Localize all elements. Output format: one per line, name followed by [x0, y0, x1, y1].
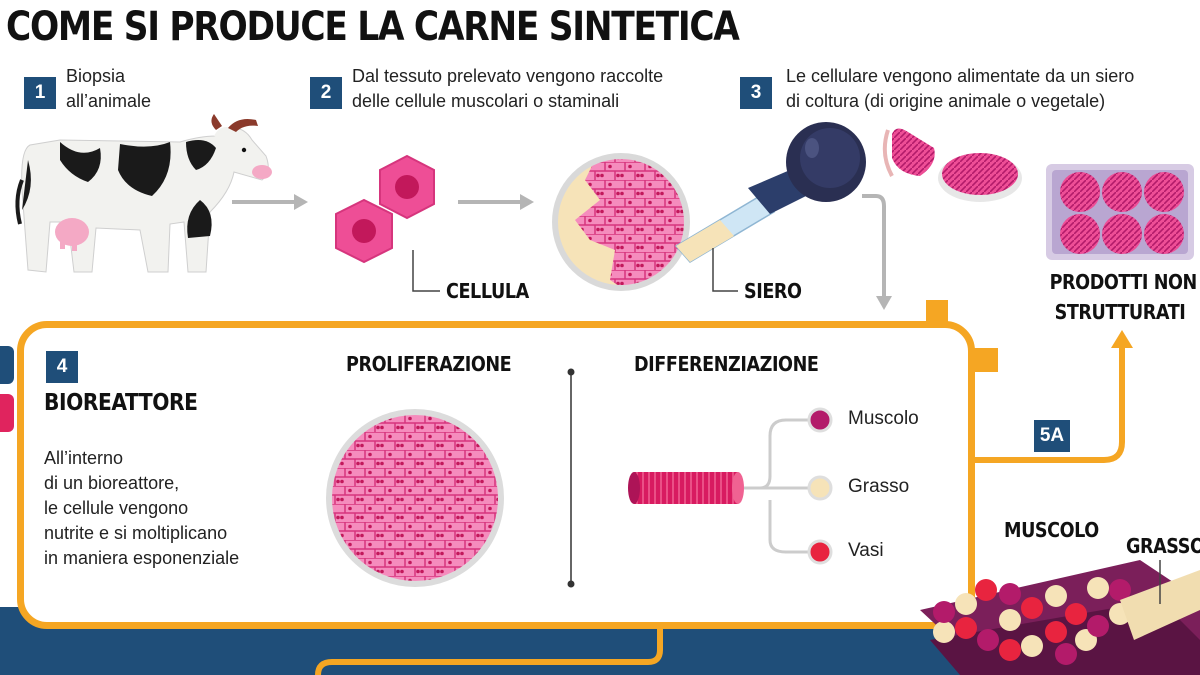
reactor-divider [567, 368, 575, 588]
reactor-line-5: in maniera esponenziale [44, 548, 240, 568]
legend-label-vasi: Vasi [848, 540, 884, 561]
step-1-line-2: all’animale [66, 91, 152, 111]
step-2-badge: 2 [310, 77, 342, 109]
arrow-into-reactor [862, 194, 892, 310]
side-tab-red [0, 394, 14, 432]
differentiation-heading: DIFFERENZIAZIONE [634, 352, 819, 376]
muscle-fiber [628, 472, 744, 504]
reactor-line-2: di un bioreattore, [44, 473, 180, 493]
step-2-line-2: delle cellule muscolari o staminali [352, 91, 620, 111]
step-1-badge: 1 [24, 77, 56, 109]
reactor-exit-path [315, 629, 663, 675]
step-3-text: Le cellulare vengono alimentate da un si… [786, 64, 1134, 114]
step-4-badge: 4 [46, 351, 78, 383]
cell-illustration [335, 154, 435, 264]
reactor-description: All’interno di un bioreattore, le cellul… [44, 446, 284, 571]
step-5a-badge: 5A [1034, 420, 1070, 452]
siero-callout-line [712, 248, 738, 292]
step-3-badge: 3 [740, 77, 772, 109]
step-3-line-2: di coltura (di origine animale o vegetal… [786, 91, 1106, 111]
cellula-label: CELLULA [446, 279, 529, 303]
arrow-cells-to-culture [458, 194, 534, 210]
step-1-line-1: Biopsia [66, 66, 126, 86]
muscolo-bundle-label: MUSCOLO [1004, 518, 1099, 542]
reactor-tab-top [926, 300, 948, 324]
step-2-text: Dal tessuto prelevato vengono raccolte d… [352, 64, 663, 114]
siero-label: SIERO [744, 279, 802, 303]
reactor-line-1: All’interno [44, 448, 124, 468]
culture-dish [552, 153, 690, 291]
proliferation-circle [326, 409, 504, 587]
legend-dot-grasso [807, 475, 833, 501]
product-tray [1046, 164, 1194, 260]
cow-illustration [15, 114, 272, 273]
reactor-tab-right [972, 348, 998, 372]
proliferation-heading: PROLIFERAZIONE [346, 352, 512, 376]
grasso-bundle-label: GRASSO [1126, 534, 1200, 558]
step-3-line-1: Le cellulare vengono alimentate da un si… [786, 66, 1135, 86]
products-label-line-1: PRODOTTI NON [1049, 270, 1198, 294]
meat-sample [882, 128, 935, 177]
step-1-text: Biopsia all’animale [66, 64, 151, 114]
reactor-line-3: le cellule vengono [44, 498, 189, 518]
meat-fiber-bundle [920, 560, 1200, 675]
differentiation-branches [744, 418, 808, 554]
products-label: PRODOTTI NON STRUTTURATI [1049, 270, 1198, 324]
serum-dropper [674, 122, 866, 263]
products-label-line-2: STRUTTURATI [1054, 300, 1186, 324]
legend-dot-muscolo [807, 407, 833, 433]
arrow-cow-to-cells [232, 194, 308, 210]
meat-petri-dish [938, 153, 1022, 202]
step-2-line-1: Dal tessuto prelevato vengono raccolte [352, 66, 664, 86]
legend-dot-vasi [807, 539, 833, 565]
reactor-line-4: nutrite e si moltiplicano [44, 523, 228, 543]
cellula-callout-line [412, 250, 440, 292]
arrow-to-products [975, 330, 1133, 463]
page-title: COME SI PRODUCE LA CARNE SINTETICA [6, 4, 740, 50]
legend-label-muscolo: Muscolo [848, 408, 919, 429]
reactor-title: BIOREATTORE [44, 390, 198, 416]
legend-label-grasso: Grasso [848, 476, 910, 497]
side-tab-navy [0, 346, 14, 384]
